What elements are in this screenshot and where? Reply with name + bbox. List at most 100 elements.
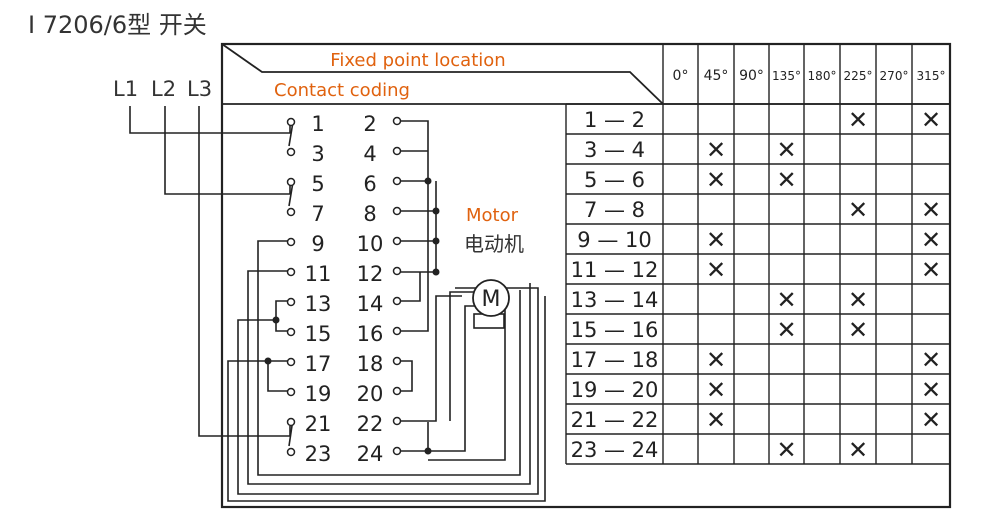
contact-closed-mark: ✕: [776, 166, 796, 194]
wire-bus-2-16: [400, 120, 429, 332]
angle-label: 0°: [673, 68, 689, 84]
contact-closed-mark: ✕: [776, 436, 796, 464]
terminal-contact: [286, 387, 296, 397]
contact-closed-mark: ✕: [706, 166, 726, 194]
contact-pair-labels: 1 — 2 3 — 4 5 — 6 7 — 8 9 — 10 11 — 12 13 — 14…: [571, 108, 659, 462]
wire-t14: [400, 272, 421, 302]
terminal-label: 20: [357, 382, 384, 406]
terminal-contact: [392, 386, 402, 396]
contact-pair-label: 3 — 4: [584, 138, 645, 162]
terminal-label: 2: [363, 112, 376, 136]
angle-label: 135°: [772, 69, 801, 83]
terminal-contact: [392, 416, 402, 426]
contact-closed-mark: ✕: [921, 196, 941, 224]
contact-pair-label: 15 — 16: [571, 318, 659, 342]
terminal-contact: [286, 207, 296, 217]
contact-closed-mark: ✕: [921, 346, 941, 374]
terminal-label: 14: [357, 292, 384, 316]
contact-closed-mark: ✕: [848, 316, 868, 344]
terminal-label: 10: [357, 232, 384, 256]
contact-closed-mark: ✕: [921, 376, 941, 404]
angle-label: 90°: [739, 68, 764, 84]
terminal-contact: [392, 116, 402, 126]
terminal-contact: [392, 356, 402, 366]
wire-link-13-15: [275, 300, 288, 332]
supply-label-l1: L1: [113, 77, 138, 101]
wire-bus-6-12: [400, 181, 437, 273]
wire-motor-22: [400, 295, 462, 422]
terminal-contact: [286, 327, 296, 337]
motor-label-zh: 电动机: [464, 232, 524, 256]
terminal-label: 5: [311, 172, 324, 196]
terminal-label: 13: [305, 292, 332, 316]
motor-label-en: Motor: [466, 205, 519, 226]
terminal-label: 12: [357, 262, 384, 286]
terminal-contact: [286, 117, 296, 127]
contact-pair-label: 1 — 2: [584, 108, 645, 132]
junction-dots: [264, 177, 440, 455]
terminal-contact: [286, 177, 296, 187]
diagram-title: I 7206/6型 开关: [28, 11, 207, 39]
contact-closed-mark: ✕: [848, 196, 868, 224]
contact-closed-mark: ✕: [706, 256, 726, 284]
terminal-label: 18: [357, 352, 384, 376]
angle-label: 45°: [704, 68, 729, 84]
wire-loop-11: [247, 270, 531, 485]
wire-motor-24: [428, 305, 506, 461]
terminal-contact: [392, 176, 402, 186]
contact-closed-mark: ✕: [921, 106, 941, 134]
terminal-contact: [286, 237, 296, 247]
contact-closed-mark: ✕: [921, 226, 941, 254]
terminal-contact: [392, 206, 402, 216]
terminal-label: 8: [363, 202, 376, 226]
supply-label-l2: L2: [151, 77, 176, 101]
terminal-contact: [286, 297, 296, 307]
contact-closed-mark: ✕: [848, 286, 868, 314]
motor-m-label: M: [482, 287, 501, 312]
contact-pair-label: 7 — 8: [584, 198, 645, 222]
contact-closed-mark: ✕: [848, 106, 868, 134]
terminal-contact: [286, 417, 296, 427]
contact-closed-mark: ✕: [921, 256, 941, 284]
angle-label: 315°: [917, 69, 946, 83]
contact-closed-mark: ✕: [921, 406, 941, 434]
terminal-label: 9: [311, 232, 324, 256]
wire-l1: [129, 106, 291, 134]
terminal-contact: [392, 446, 402, 456]
contact-closed-mark: ✕: [706, 376, 726, 404]
contact-table-grid: [565, 44, 951, 465]
contact-pair-label: 17 — 18: [571, 348, 659, 372]
angle-label: 225°: [844, 69, 873, 83]
header-slant-line: [221, 43, 664, 105]
wire-motor-feed: [449, 291, 478, 421]
terminal-contact: [286, 357, 296, 367]
wire-link-18-20: [400, 360, 413, 392]
terminal-contact: [286, 447, 296, 457]
terminal-label: 19: [305, 382, 332, 406]
terminal-contact: [286, 147, 296, 157]
terminal-label: 21: [305, 412, 332, 436]
contact-closed-mark: ✕: [706, 346, 726, 374]
contact-closed-mark: ✕: [706, 136, 726, 164]
supply-label-l3: L3: [187, 77, 212, 101]
terminal-label: 15: [305, 322, 332, 346]
contact-pair-label: 5 — 6: [584, 168, 645, 192]
wire-t24: [400, 422, 429, 452]
contact-closed-mark: ✕: [706, 226, 726, 254]
angle-header: 0°45°90°135°180°225°270°315°: [673, 68, 946, 84]
wire-loop-13-15: [237, 287, 539, 495]
terminal-contact: [392, 146, 402, 156]
terminal-label: 16: [357, 322, 384, 346]
contact-closed-mark: ✕: [776, 136, 796, 164]
contact-pair-label: 9 — 10: [577, 228, 651, 252]
terminal-label: 1: [311, 112, 324, 136]
terminal-contact: [392, 236, 402, 246]
terminal-contact: [286, 267, 296, 277]
contact-marks: ✕✕✕✕✕✕✕✕✕✕✕✕✕✕✕✕✕✕✕✕✕✕✕✕: [706, 106, 941, 464]
contact-closed-mark: ✕: [776, 286, 796, 314]
contact-coding-label: Contact coding: [274, 80, 410, 101]
contact-pair-label: 11 — 12: [571, 258, 659, 282]
contact-pair-label: 21 — 22: [571, 408, 659, 432]
contact-pair-label: 13 — 14: [571, 288, 659, 312]
